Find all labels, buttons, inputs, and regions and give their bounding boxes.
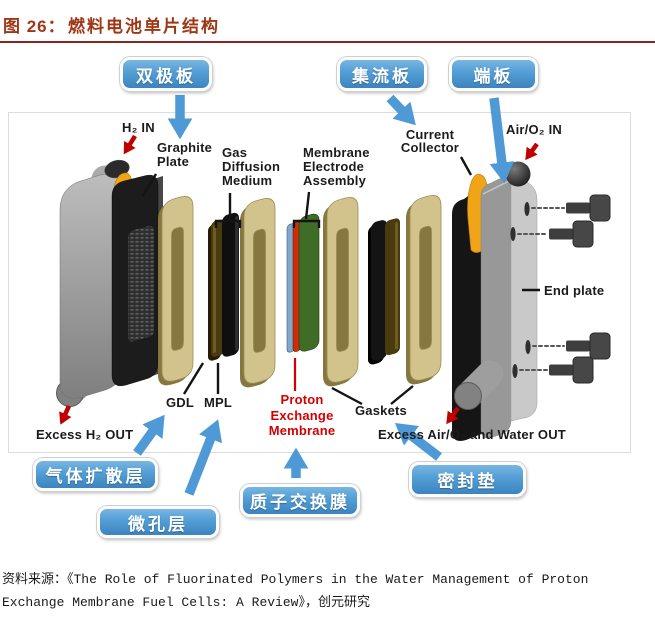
bolt — [566, 202, 590, 214]
callout-end-plate: 端板 — [449, 57, 538, 91]
figure-title: 燃料电池单片结构 — [68, 17, 220, 36]
gas-diffusion-medium-label: Gas Diffusion Medium — [222, 145, 281, 188]
proton-exchange-membrane-label: Proton Exchange Membrane — [268, 392, 336, 438]
membrane-electrode-assembly-layers — [286, 213, 320, 353]
bolt-hole — [510, 227, 516, 241]
bolt — [549, 364, 573, 376]
bolt-hole — [512, 364, 518, 378]
gasket-2 — [239, 195, 276, 391]
bolt-hole — [525, 340, 531, 354]
gdl-mpl-right — [368, 218, 400, 365]
h2-out-arrow — [59, 405, 72, 425]
left-end-plate-assembly — [56, 159, 163, 407]
air-inlet-port — [505, 161, 531, 187]
air-o2-in-label: Air/O₂ IN — [506, 122, 562, 137]
current-collector-label: Current Collector — [400, 127, 460, 155]
arrow-end-plate — [489, 97, 515, 184]
right-end-plate-assembly — [452, 161, 538, 441]
bolt — [549, 228, 573, 240]
h2-in-label: H₂ IN — [122, 120, 155, 135]
h2-in-arrow — [123, 134, 137, 155]
mea-green-layer — [298, 213, 320, 352]
callout-bipolar-plate: 双极板 — [120, 57, 212, 91]
callout-seal-gasket: 密封垫 — [409, 462, 526, 497]
arrow-seal-gasket — [394, 423, 442, 461]
bolt-hole — [524, 202, 530, 216]
bolt — [566, 340, 590, 352]
callout-arrows — [133, 94, 515, 496]
callout-collector-plate: 集流板 — [337, 57, 427, 91]
air-in-arrow — [525, 142, 539, 161]
arrow-gas-diffusion-layer — [133, 414, 165, 456]
pointer-lines — [141, 156, 540, 406]
right-end-plate-front — [480, 177, 512, 439]
excess-air-out-label: Excess Air/O₂ and Water OUT — [378, 427, 566, 442]
gasket-4 — [405, 192, 442, 388]
gdl-mpl-left — [208, 212, 239, 361]
callout-microporous-layer: 微孔层 — [97, 506, 219, 538]
gaskets-label: Gaskets — [355, 403, 407, 418]
end-plate-label: End plate — [544, 283, 605, 298]
gasket-1 — [157, 193, 194, 389]
arrow-microporous-layer — [184, 419, 223, 496]
membrane-electrode-assembly-label: Membrane Electrode Assembly — [303, 145, 370, 188]
gdl-label: GDL — [166, 395, 195, 410]
arrow-collector-plate — [386, 94, 416, 126]
gasket-3 — [322, 194, 359, 390]
flow-field-texture — [128, 225, 154, 342]
figure-number: 图 26： — [3, 17, 66, 36]
header-rule — [0, 41, 655, 43]
callout-gas-diffusion-layer: 气体扩散层 — [33, 458, 158, 491]
bolts — [517, 194, 611, 384]
flow-arrows — [59, 134, 539, 425]
mpl-label: MPL — [204, 395, 233, 410]
callout-proton-exchange-membrane: 质子交换膜 — [240, 484, 360, 517]
graphite-plate-label: Graphite Plate — [157, 140, 213, 169]
air-out-arrow — [446, 406, 460, 425]
excess-h2-out-label: Excess H₂ OUT — [36, 427, 134, 442]
right-end-plate-face — [510, 175, 538, 422]
source-note: 资料来源：《The Role of Fluorinated Polymers i… — [2, 572, 589, 610]
